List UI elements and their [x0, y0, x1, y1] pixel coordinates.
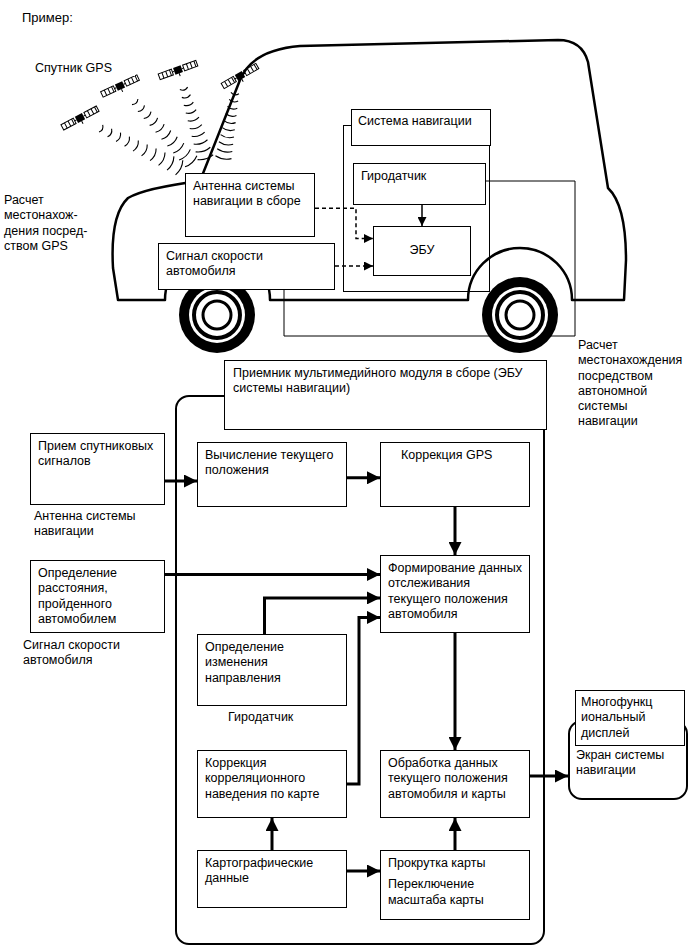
- process-box: Определение расстояния, пройденного авто…: [30, 560, 165, 633]
- annotation-label: Спутник GPS: [35, 61, 135, 76]
- box-text: Формирование данных отслеживания текущег…: [388, 561, 522, 622]
- signal-wave: [176, 160, 183, 175]
- process-box: Вычисление текущего положения: [197, 442, 347, 507]
- flow-arrow: [271, 818, 274, 850]
- satellite: [61, 106, 101, 134]
- signal-wave: [186, 110, 196, 114]
- signal-wave: [224, 121, 236, 124]
- box-caption: Гиродатчик: [228, 710, 338, 725]
- box-text: Гиродатчик: [361, 169, 478, 184]
- process-box: Прием спутниковых сигналовАнтенна систем…: [30, 433, 165, 505]
- signal-waves: [99, 87, 239, 175]
- signal-wave: [192, 132, 205, 136]
- system-enclosure: Система навигацииГиродатчикЭБУ: [343, 125, 490, 292]
- signal-wave: [188, 117, 199, 121]
- box-text: ЭБУ: [378, 243, 466, 258]
- signal-wave: [150, 118, 158, 125]
- dashed-arrow: [335, 265, 373, 267]
- receiver-enclosure: Приемник мультимедийного модуля в сборе …: [175, 395, 545, 945]
- signal-wave: [156, 124, 165, 132]
- component-box: Сигнал скорости автомобиля: [158, 243, 335, 290]
- component-box: Гиродатчик: [353, 163, 486, 205]
- box-text: Картографические данные: [205, 856, 339, 887]
- signal-wave: [217, 149, 232, 152]
- flow-arrow: [454, 633, 457, 750]
- process-box: Коррекция GPS: [380, 442, 530, 507]
- process-box: Обработка данных текущего положения авто…: [380, 750, 530, 818]
- box-text: Определение расстояния, пройденного авто…: [38, 566, 157, 627]
- screen-shape: Экран системы навигацииМногофункц иональ…: [568, 720, 688, 800]
- signal-wave: [190, 125, 202, 129]
- box-text: Сигнал скорости автомобиля: [166, 249, 327, 280]
- flow-arrow: [165, 480, 197, 483]
- signal-wave: [221, 135, 234, 138]
- signal-wave: [142, 145, 148, 156]
- signal-wave: [116, 133, 121, 142]
- signal-wave: [132, 99, 138, 105]
- satellite: [158, 60, 199, 83]
- box-text: Определение изменения направления: [205, 640, 339, 686]
- box-text: Переключение масштаба карты: [388, 877, 522, 908]
- heading-box: Система навигации: [351, 109, 491, 146]
- satellite: [100, 74, 140, 100]
- signal-wave: [196, 147, 211, 152]
- signal-wave: [179, 149, 190, 160]
- dashed-arrow: [315, 208, 373, 238]
- diagram-title: Пример:: [22, 10, 73, 26]
- car-body: [113, 40, 626, 300]
- signal-wave: [167, 137, 177, 146]
- signal-wave: [150, 148, 156, 160]
- signal-wave: [194, 140, 208, 145]
- signal-wave: [125, 137, 130, 147]
- component-box: Антенна системы навигации в сборе: [185, 173, 315, 237]
- annotation-label: Расчет местонахож- дения посред- ством G…: [4, 193, 104, 254]
- flow-arrow: [421, 205, 423, 226]
- signal-wave: [219, 142, 233, 145]
- ecu-box: ЭБУ: [373, 226, 471, 276]
- process-box: Формирование данных отслеживания текущег…: [380, 555, 530, 633]
- process-box: Определение изменения направленияГиродат…: [197, 634, 347, 706]
- flow-arrow: [165, 573, 380, 576]
- process-box: Картографические данные: [197, 850, 347, 908]
- box-caption: Антенна системы навигации: [34, 509, 172, 540]
- heading-box: Приемник мультимедийного модуля в сборе …: [224, 360, 547, 430]
- signal-wave: [108, 129, 112, 137]
- box-text: Прокрутка карты: [388, 856, 522, 871]
- flow-arrow: [454, 818, 457, 850]
- box-text: Коррекция корреляционного наведения по к…: [205, 756, 339, 802]
- annotation-label: Расчет местонахождения посредством автон…: [578, 338, 686, 430]
- signal-wave: [215, 156, 231, 159]
- flow-arrow: [454, 507, 457, 555]
- box-text: Экран системы навигации: [576, 748, 680, 779]
- box-text: Прием спутниковых сигналов: [38, 439, 157, 470]
- signal-wave: [173, 143, 184, 153]
- signal-wave: [144, 112, 151, 119]
- box-caption: Сигнал скорости автомобиля: [23, 638, 148, 669]
- signal-wave: [138, 105, 145, 111]
- flow-arrow: [347, 476, 380, 479]
- box-text: Вычисление текущего положения: [205, 448, 339, 479]
- wheel: [482, 277, 558, 353]
- signal-wave: [182, 95, 191, 98]
- process-box: Прокрутка картыПереключение масштаба кар…: [380, 850, 530, 920]
- signal-wave: [185, 156, 197, 167]
- signal-wave: [99, 125, 103, 132]
- box-text: Многофункц иональный дисплей: [581, 695, 679, 741]
- signal-wave: [161, 130, 170, 139]
- flow-arrow: [347, 617, 380, 784]
- box-text: Антенна системы навигации в сборе: [193, 179, 307, 210]
- flow-arrow: [347, 870, 380, 873]
- box-text: Обработка данных текущего положения авто…: [388, 756, 522, 802]
- signal-wave: [184, 102, 194, 105]
- flow-arrow: [530, 775, 568, 778]
- process-box: Коррекция корреляционного наведения по к…: [197, 750, 347, 818]
- signal-wave: [167, 156, 174, 170]
- signal-wave: [222, 128, 234, 131]
- display-box: Многофункц иональный дисплей: [575, 690, 685, 746]
- box-text: Коррекция GPS: [401, 448, 522, 463]
- signal-wave: [180, 87, 188, 90]
- signal-wave: [159, 152, 165, 165]
- signal-wave: [133, 141, 138, 152]
